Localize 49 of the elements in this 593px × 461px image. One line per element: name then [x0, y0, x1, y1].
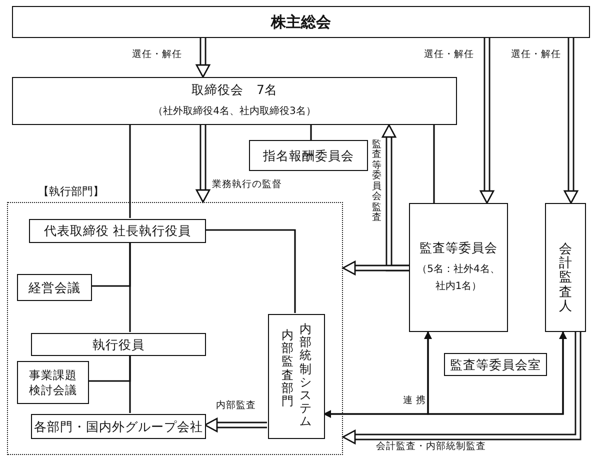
connector-line [129, 355, 131, 413]
committee-box [249, 140, 368, 171]
vertical-label: 内部監査部門 [282, 329, 294, 408]
executive-box [29, 219, 206, 243]
box-title: 指名報酬委員会 [263, 148, 354, 164]
vertical-label: 内部統制システム [300, 323, 312, 428]
box-title: 各部門・国内外グループ会社 [34, 418, 203, 434]
hollow-arrow [479, 38, 495, 204]
hollow-arrow [195, 38, 211, 78]
hollow-arrow [204, 417, 267, 433]
edge-label: 業務執行の監督 [212, 180, 282, 190]
connector-line [129, 242, 131, 332]
box-title: 執行役員 [92, 336, 144, 352]
meeting-box [17, 274, 92, 301]
hollow-arrow [342, 260, 409, 276]
box-title: 取締役会 7名 [192, 82, 278, 98]
group-heading: 【執行部門】 [38, 184, 104, 199]
connector-line [433, 125, 435, 203]
auditor-box [545, 203, 586, 332]
vertical-label: 会計監査人 [559, 242, 572, 314]
edge-label: 選任・解任 [132, 50, 182, 60]
box-title: 代表取締役 社長執行役員 [44, 223, 191, 239]
office-box [444, 353, 547, 376]
meeting-box [12, 6, 590, 38]
edge-label: 会計監査・内部統制監査 [376, 442, 486, 452]
hollow-arrow [563, 38, 579, 204]
meeting-box [17, 361, 89, 404]
box-title: 経営会議 [28, 280, 80, 296]
audit-department-box [268, 314, 325, 439]
arrow [323, 331, 567, 418]
hollow-arrow [195, 125, 211, 204]
edge-label: 連 携 [403, 396, 426, 406]
box-title: 監査等委員会室 [450, 356, 541, 372]
box-title: 監査等委員会 [420, 240, 498, 256]
edge-label: 選任・解任 [424, 50, 474, 60]
edge-label: 選任・解任 [511, 50, 561, 60]
edge-label: 監査等委員会監査 [372, 140, 382, 224]
box-subtitle: （5名：社外4名、社内1名） [416, 262, 500, 294]
audit-committee-box [409, 203, 508, 332]
hollow-arrow [342, 332, 582, 445]
connector-line [129, 125, 131, 218]
box-title: 株主総会 [271, 12, 331, 32]
box-title: 事業課題検討会議 [28, 368, 78, 397]
edge-label: 内部監査 [216, 401, 256, 412]
box-subtitle: （社外取締役4名、社内取締役3名） [153, 104, 316, 120]
connector-line [205, 229, 296, 313]
board-box [12, 77, 457, 125]
officers-box [31, 333, 206, 356]
connector-line [310, 125, 312, 140]
